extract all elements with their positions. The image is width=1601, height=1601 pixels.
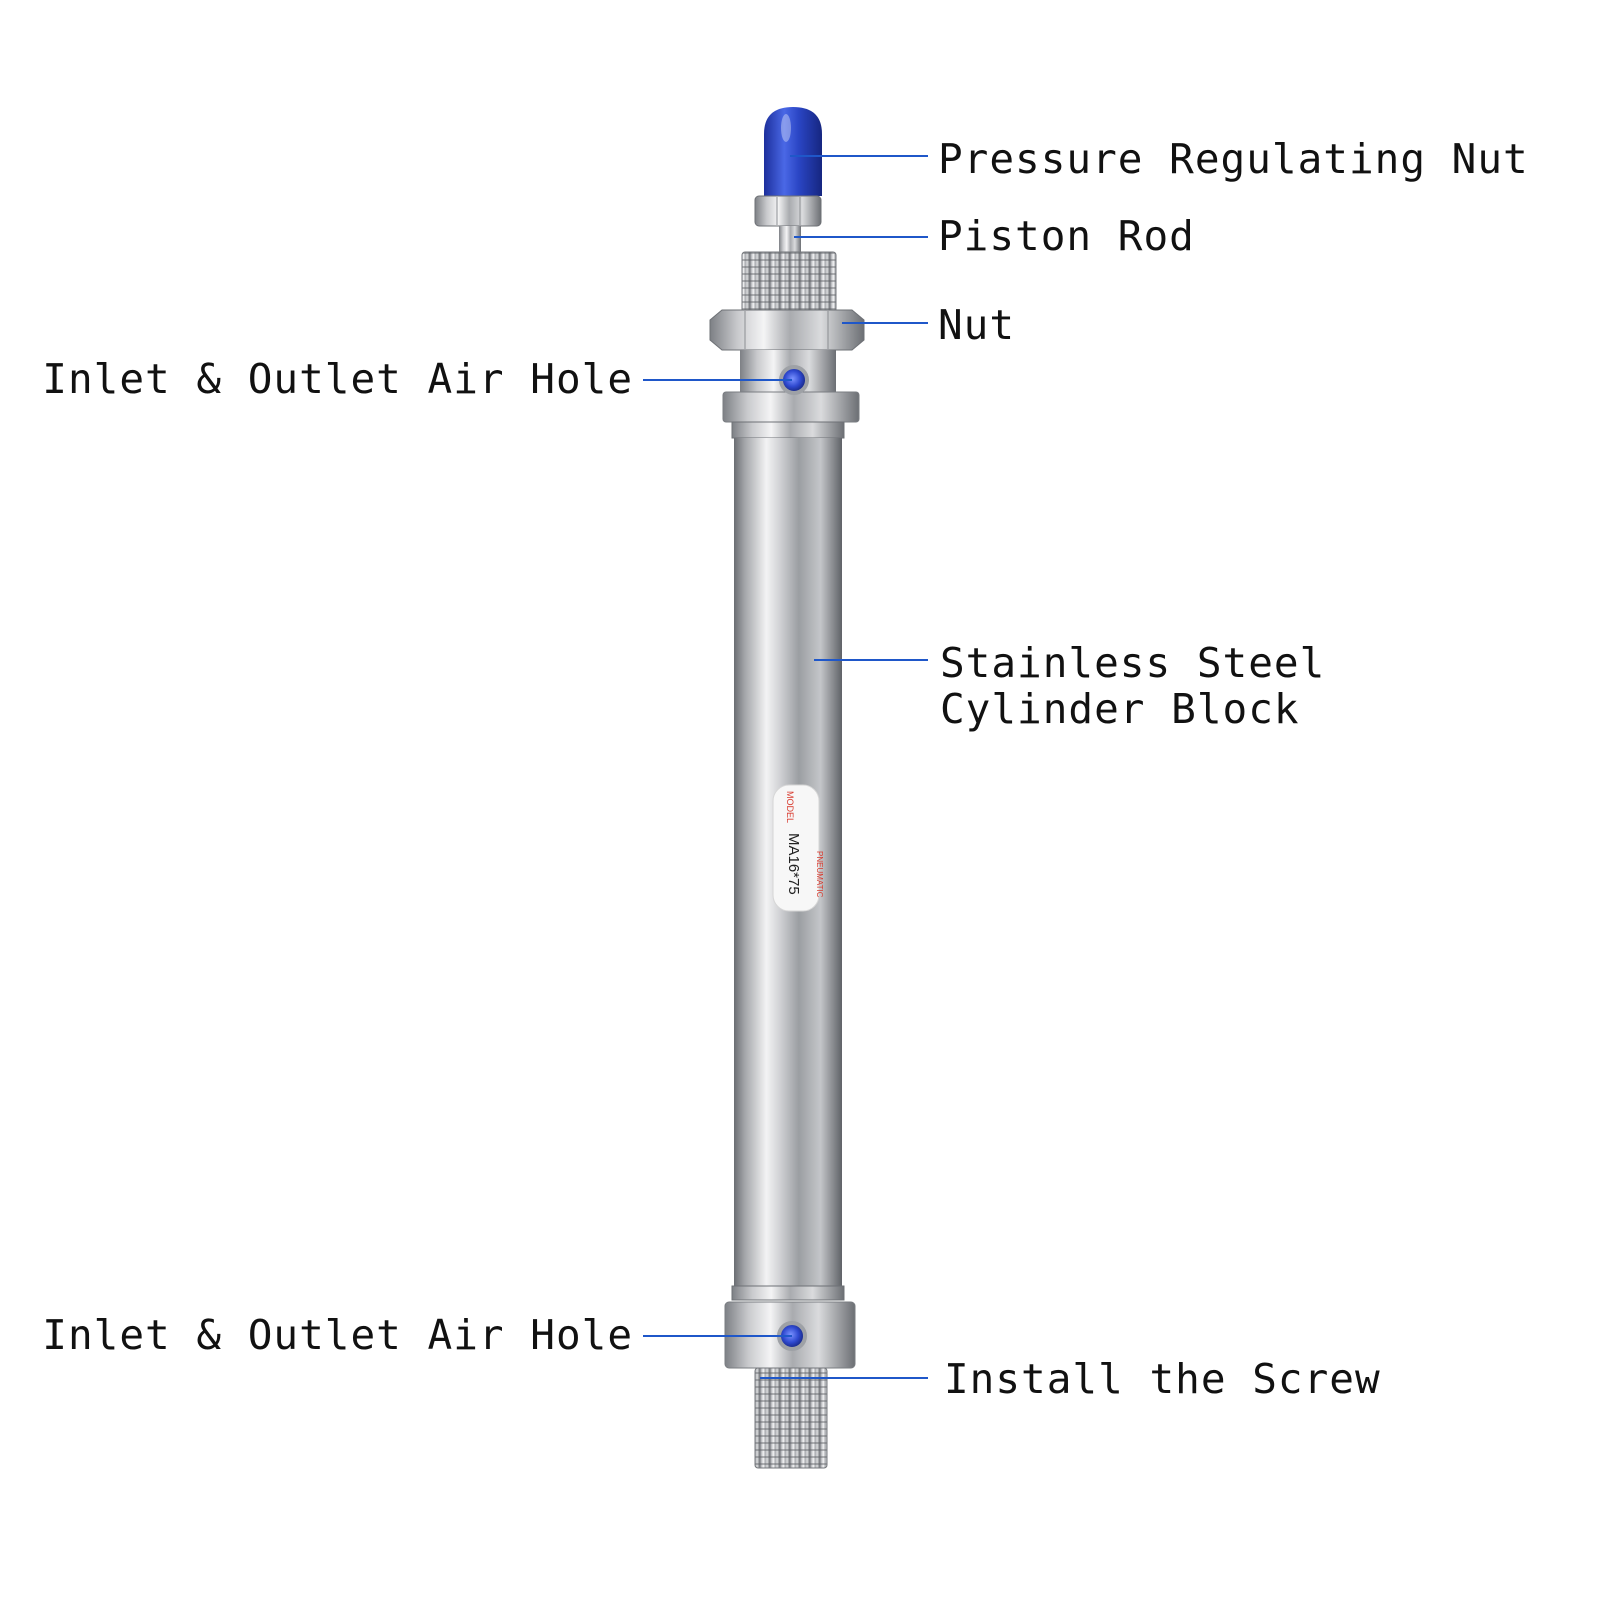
label-nut: Nut [938, 301, 1016, 349]
label-inlet-outlet-top: Inlet & Outlet Air Hole [42, 355, 633, 403]
bottom-collar-ring [731, 1285, 845, 1301]
label-pressure-regulating-nut: Pressure Regulating Nut [938, 135, 1529, 183]
label-inlet-outlet-bottom: Inlet & Outlet Air Hole [42, 1311, 633, 1359]
mounting-hex-nut [709, 309, 865, 351]
pressure-regulating-cap [764, 107, 822, 196]
install-screw-thread [754, 1367, 828, 1469]
sticker-model-number: MA16*75 [785, 833, 802, 895]
piston-rod-shaft [779, 226, 801, 254]
rod-hex-nut [754, 195, 822, 227]
leader-lines [643, 155, 928, 1379]
sticker-model-tag: MODEL [785, 791, 795, 823]
label-cylinder-block-line1: Stainless Steel [940, 639, 1326, 687]
threaded-neck [741, 251, 837, 315]
product-sticker: MODEL MA16*75 PNEUMATIC [772, 784, 824, 912]
label-cylinder-block-line2: Cylinder Block [940, 685, 1300, 733]
label-install-screw: Install the Screw [944, 1355, 1381, 1403]
top-collar-ring [731, 421, 845, 439]
sticker-brand: PNEUMATIC [815, 851, 824, 898]
label-piston-rod: Piston Rod [938, 212, 1195, 260]
top-head-block [722, 350, 860, 423]
